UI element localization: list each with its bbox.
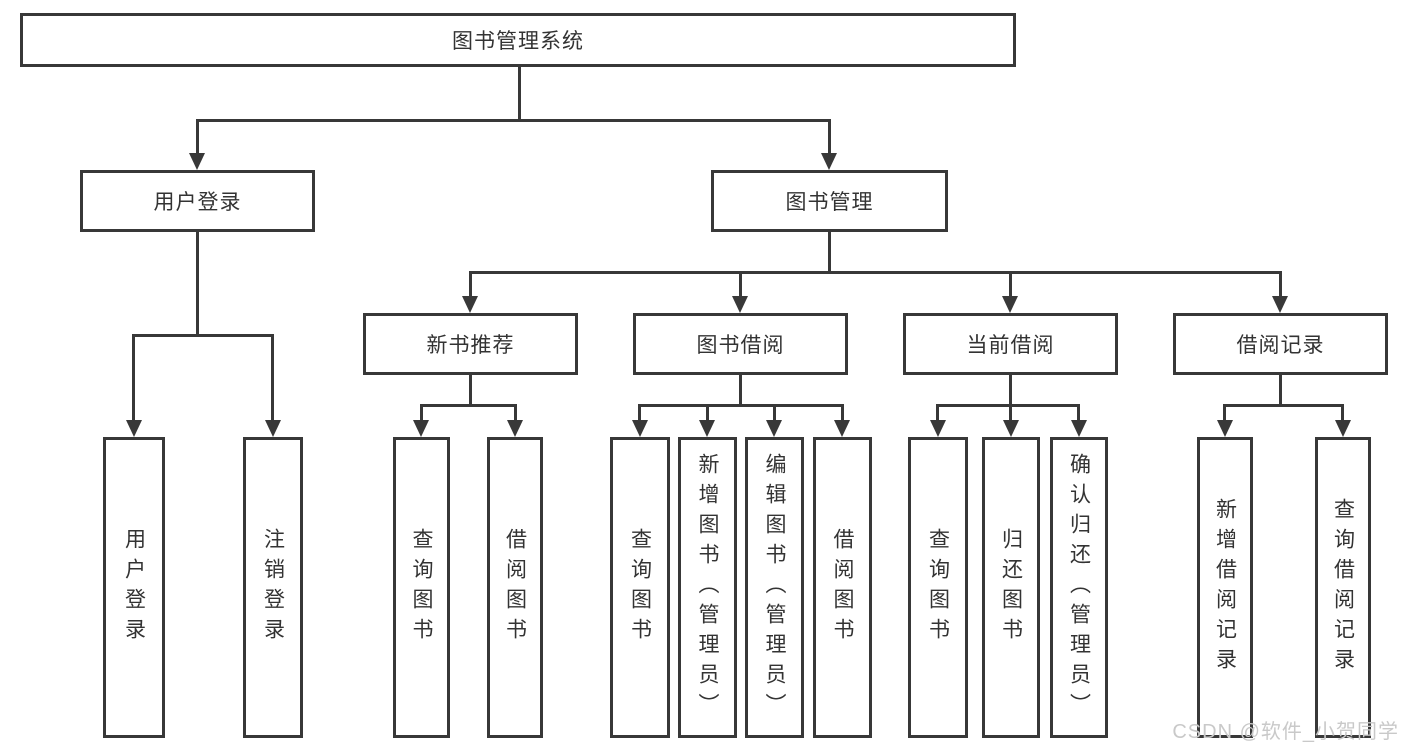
leaf-user-login: 用户登录 <box>103 437 165 738</box>
arrow-down-icon <box>699 420 715 437</box>
arrow-down-icon <box>1335 420 1351 437</box>
connector-line <box>469 271 1282 274</box>
arrow-down-icon <box>413 420 429 437</box>
leaf-edit-books-admin-label: 编辑图书（管理员） <box>763 452 786 723</box>
node-book-management-label: 图书管理 <box>785 191 874 214</box>
node-user-login: 用户登录 <box>80 170 315 232</box>
connector-line <box>828 119 831 157</box>
connector-line <box>196 119 199 157</box>
node-root-label: 图书管理系统 <box>452 30 584 53</box>
leaf-borrow-books-2-label: 借阅图书 <box>831 527 854 648</box>
arrow-down-icon <box>1217 420 1233 437</box>
node-root: 图书管理系统 <box>20 13 1016 67</box>
connector-line <box>132 334 274 337</box>
connector-line <box>706 404 709 422</box>
arrow-down-icon <box>265 420 281 437</box>
connector-line <box>469 375 472 407</box>
leaf-borrow-books-1: 借阅图书 <box>487 437 543 738</box>
leaf-logout: 注销登录 <box>243 437 303 738</box>
connector-line <box>1077 404 1080 422</box>
connector-line <box>841 404 844 422</box>
connector-line <box>936 404 1080 407</box>
connector-line <box>638 404 844 407</box>
node-current-borrowing: 当前借阅 <box>903 313 1118 375</box>
leaf-confirm-return-admin: 确认归还（管理员） <box>1050 437 1108 738</box>
connector-line <box>828 232 831 273</box>
leaf-add-books-admin: 新增图书（管理员） <box>678 437 737 738</box>
node-book-borrowing-label: 图书借阅 <box>696 334 785 357</box>
arrow-down-icon <box>766 420 782 437</box>
leaf-borrow-books-1-label: 借阅图书 <box>503 527 527 648</box>
leaf-logout-label: 注销登录 <box>261 527 285 648</box>
connector-line <box>196 232 199 337</box>
connector-line <box>196 119 831 122</box>
arrow-down-icon <box>1071 420 1087 437</box>
arrow-down-icon <box>462 296 478 313</box>
leaf-query-borrow-record: 查询借阅记录 <box>1315 437 1371 738</box>
leaf-confirm-return-admin-label: 确认归还（管理员） <box>1067 452 1091 723</box>
arrow-down-icon <box>1002 296 1018 313</box>
connector-line <box>1009 271 1012 299</box>
arrow-down-icon <box>732 296 748 313</box>
arrow-down-icon <box>834 420 850 437</box>
connector-line <box>1223 404 1343 407</box>
arrow-down-icon <box>189 153 205 170</box>
connector-line <box>936 404 939 422</box>
arrow-down-icon <box>632 420 648 437</box>
connector-line <box>1341 404 1344 422</box>
node-borrow-records: 借阅记录 <box>1173 313 1388 375</box>
arrow-down-icon <box>1003 420 1019 437</box>
leaf-query-books-1: 查询图书 <box>393 437 450 738</box>
leaf-add-borrow-record: 新增借阅记录 <box>1197 437 1253 738</box>
arrow-down-icon <box>930 420 946 437</box>
connector-line <box>1279 271 1282 299</box>
connector-line <box>514 404 517 422</box>
leaf-edit-books-admin: 编辑图书（管理员） <box>745 437 804 738</box>
arrow-down-icon <box>1272 296 1288 313</box>
connector-line <box>739 271 742 299</box>
leaf-add-borrow-record-label: 新增借阅记录 <box>1213 497 1237 678</box>
node-user-login-label: 用户登录 <box>153 191 242 214</box>
connector-line <box>1009 404 1012 422</box>
leaf-return-books-label: 归还图书 <box>999 527 1023 648</box>
node-new-book-recommend-label: 新书推荐 <box>426 334 515 357</box>
node-book-management: 图书管理 <box>711 170 948 232</box>
leaf-borrow-books-2: 借阅图书 <box>813 437 872 738</box>
connector-line <box>420 404 517 407</box>
connector-line <box>420 404 423 422</box>
leaf-query-books-2: 查询图书 <box>610 437 670 738</box>
connector-line <box>518 67 521 120</box>
connector-line <box>638 404 641 422</box>
node-current-borrowing-label: 当前借阅 <box>966 334 1055 357</box>
leaf-query-books-1-label: 查询图书 <box>410 527 433 648</box>
connector-line <box>1223 404 1226 422</box>
leaf-query-books-2-label: 查询图书 <box>628 527 652 648</box>
connector-line <box>132 334 135 422</box>
leaf-user-login-label: 用户登录 <box>122 527 146 648</box>
node-borrow-records-label: 借阅记录 <box>1236 334 1325 357</box>
leaf-query-books-3: 查询图书 <box>908 437 968 738</box>
connector-line <box>739 375 742 407</box>
csdn-watermark: CSDN @软件_小贺同学 <box>1172 721 1399 743</box>
connector-line <box>773 404 776 422</box>
leaf-query-borrow-record-label: 查询借阅记录 <box>1331 497 1355 678</box>
node-book-borrowing: 图书借阅 <box>633 313 848 375</box>
arrow-down-icon <box>821 153 837 170</box>
arrow-down-icon <box>507 420 523 437</box>
leaf-add-books-admin-label: 新增图书（管理员） <box>696 452 719 723</box>
connector-line <box>1279 375 1282 407</box>
leaf-return-books: 归还图书 <box>982 437 1040 738</box>
connector-line <box>469 271 472 299</box>
arrow-down-icon <box>126 420 142 437</box>
node-new-book-recommend: 新书推荐 <box>363 313 578 375</box>
connector-line <box>271 334 274 422</box>
connector-line <box>1009 375 1012 407</box>
leaf-query-books-3-label: 查询图书 <box>926 527 950 648</box>
